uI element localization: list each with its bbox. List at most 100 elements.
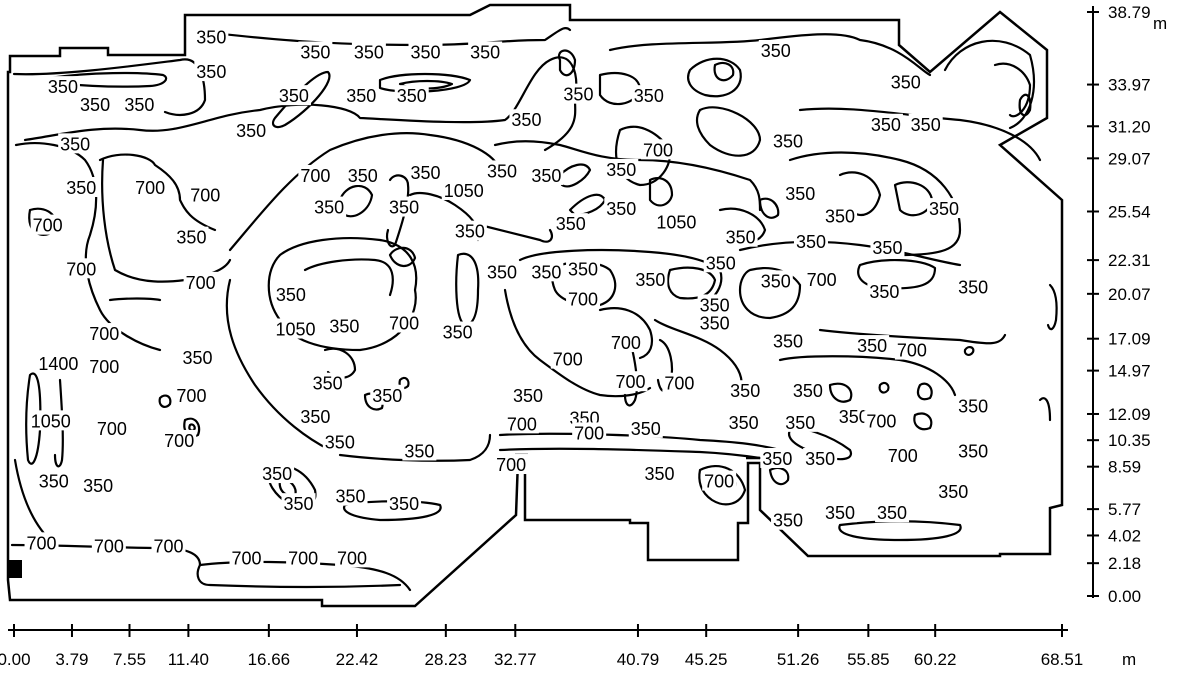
y-tick-label: 2.18 [1108, 554, 1141, 573]
contour-value-labels: 350 350 350 350 350 350 350 350 350 350 350 350 350 3… [24, 26, 991, 568]
contour-label: 350 [455, 222, 485, 242]
x-axis-unit: m [1122, 650, 1136, 669]
contour-label: 350 [66, 178, 96, 198]
contour-label-bg [790, 380, 825, 401]
contour-label-bg [408, 161, 443, 182]
contour-label: 350 [568, 259, 598, 279]
contour-label: 700 [186, 273, 216, 293]
contour-label-bg [566, 258, 601, 279]
contour-label: 350 [761, 271, 791, 291]
contour-label: 350 [773, 332, 803, 352]
contour-label: 350 [124, 95, 154, 115]
contour-label-bg [504, 413, 539, 434]
contour-label-bg [91, 535, 126, 556]
contour-label-bg [394, 85, 429, 106]
contour-label-bg [273, 318, 318, 339]
contour-label: 350 [531, 166, 561, 186]
contour-label: 350 [929, 199, 959, 219]
y-tick-label: 14.97 [1108, 362, 1151, 381]
contour-label-bg [771, 330, 806, 351]
y-tick-label: 33.97 [1108, 76, 1151, 95]
contour-label: 350 [825, 207, 855, 227]
contour-label: 700 [568, 289, 598, 309]
contour-label-bg [726, 411, 761, 432]
contour-label: 350 [487, 161, 517, 181]
contour-label: 700 [507, 414, 537, 434]
x-tick-label: 55.85 [847, 650, 890, 669]
contour-label-bg [87, 356, 122, 377]
contour-label: 700 [888, 446, 918, 466]
contour-label: 350 [839, 407, 869, 427]
contour-label-bg [122, 94, 157, 115]
contour-label: 350 [911, 115, 941, 135]
contour-label-bg [484, 160, 519, 181]
contour-label-bg [855, 335, 890, 356]
contour-label: 700 [164, 431, 194, 451]
contour-label-bg [260, 463, 295, 484]
contour-label: 700 [615, 372, 645, 392]
contour-label-bg [836, 405, 871, 426]
x-tick-label: 22.42 [336, 650, 379, 669]
contour-label: 350 [183, 348, 213, 368]
contour-label-bg [78, 94, 113, 115]
contour-label: 700 [27, 533, 57, 553]
contour-label-bg [441, 180, 486, 201]
contour-label-bg [298, 41, 333, 62]
contour-label-bg [370, 384, 405, 405]
contour-label-bg [234, 119, 269, 140]
contour-label-bg [956, 440, 991, 461]
contour-label: 1050 [444, 181, 484, 201]
contour-label: 700 [288, 548, 318, 568]
contour-label: 350 [877, 503, 907, 523]
contour-label: 350 [511, 110, 541, 130]
contour-label: 350 [773, 511, 803, 531]
contour-label-bg [36, 353, 81, 374]
y-tick-label: 4.02 [1108, 526, 1141, 545]
x-tick-label: 0.00 [0, 650, 31, 669]
x-tick-label: 7.55 [113, 650, 146, 669]
contour-label: 350 [606, 160, 636, 180]
contour-label-bg [702, 470, 737, 491]
y-tick-label: 29.07 [1108, 149, 1151, 168]
contour-label: 700 [135, 178, 165, 198]
contour-label-bg [553, 213, 588, 234]
y-axis-unit: m [1153, 14, 1167, 33]
contour-label-bg [793, 231, 828, 252]
contour-label-bg [804, 268, 839, 289]
contour-label: 700 [664, 374, 694, 394]
contour-label: 350 [645, 464, 675, 484]
contour-label-bg [868, 113, 903, 134]
contour-label: 350 [785, 184, 815, 204]
contour-label-bg [24, 532, 59, 553]
contour-label: 350 [39, 472, 69, 492]
contour-label-bg [956, 395, 991, 416]
contour-label-bg [174, 384, 209, 405]
contour-label: 350 [871, 115, 901, 135]
x-tick-label: 60.22 [914, 650, 957, 669]
contour-label: 350 [729, 413, 759, 433]
contour-label-bg [468, 41, 503, 62]
contour-label: 700 [300, 166, 330, 186]
contour-label-bg [633, 268, 668, 289]
contour-label-bg [723, 226, 758, 247]
contour-label: 350 [958, 396, 988, 416]
contour-label: 1050 [275, 320, 315, 340]
contour-label-bg [345, 164, 380, 185]
y-tick-label: 25.54 [1108, 202, 1151, 221]
contour-label-bg [162, 429, 197, 450]
x-tick-label: 28.23 [425, 650, 468, 669]
contour-label: 350 [372, 386, 402, 406]
contour-label: 350 [634, 86, 664, 106]
x-tick-label: 32.77 [494, 650, 537, 669]
contour-label-bg [180, 347, 215, 368]
contour-label-bg [194, 61, 229, 82]
contour-label-bg [783, 411, 818, 432]
contour-label-bg [529, 164, 564, 185]
contour-label: 350 [487, 262, 517, 282]
contour-label: 700 [897, 341, 927, 361]
contour-label-bg [494, 454, 529, 475]
contour-label-bg [333, 485, 368, 506]
x-tick-label: 45.25 [685, 650, 728, 669]
contour-label: 350 [83, 476, 113, 496]
contour-label-bg [867, 280, 902, 301]
